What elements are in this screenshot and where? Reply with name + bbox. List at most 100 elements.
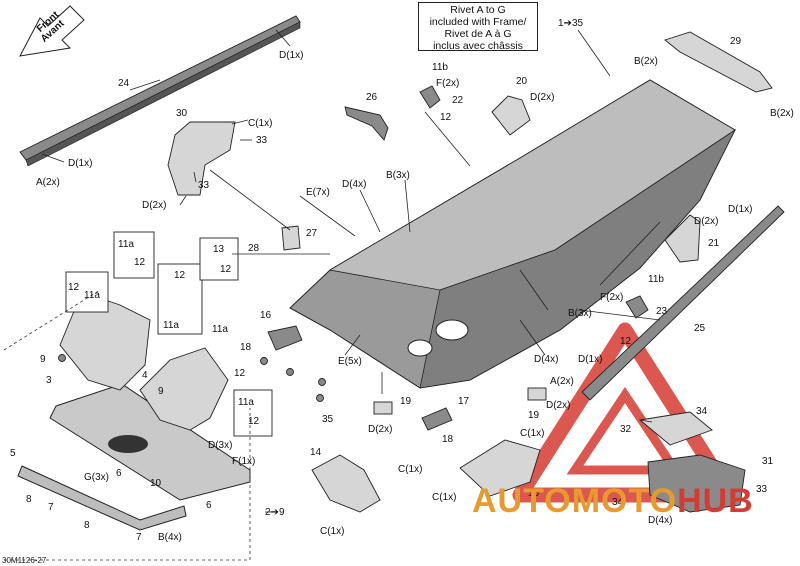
label-l47: 17 [458,396,470,407]
label-l38: 9 [40,354,46,365]
washer [318,378,326,386]
rivet-note-line-4: inclus avec châssis [433,40,523,52]
label-l32: 11a [163,320,179,331]
label-l40: 4 [142,370,148,381]
label-l18: 29 [730,36,742,47]
rivet-note-line-2: included with Frame/ [429,16,527,28]
label-l16: D(2x) [530,92,554,103]
label-l85: 15 [528,488,540,499]
rail-25 [581,205,785,401]
label-l25: 13 [213,244,225,255]
bracket-31 [647,454,746,513]
bottom-ref: 2➔9 [265,507,285,518]
label-l36: 18 [240,342,252,353]
bracket-21 [664,214,701,263]
label-l33: 11a [212,324,228,335]
part-27 [281,225,301,251]
callout-box-11a-12-lower [233,389,273,437]
label-l62: D(2x) [694,216,718,227]
label-l74: 19 [528,410,540,421]
label-l49: D(3x) [208,440,232,451]
rivet-note: Rivet A to G included with Frame/ Rivet … [418,2,538,52]
label-l28: 12 [134,257,146,268]
label-l2: 24 [118,78,130,89]
label-l46: D(2x) [368,424,392,435]
rivet-note-line-3: Rivet de A à G [444,28,512,40]
label-l26: 12 [220,264,232,275]
label-l44: 35 [322,414,334,425]
frame-main [289,79,737,389]
rail-24 [19,15,301,167]
label-l30: 11a [84,290,100,301]
bracket-20 [491,95,531,136]
washer [286,368,294,376]
watermark-part1: AUTOMOTO [472,482,678,520]
label-l15: 20 [516,76,528,87]
label-l83: C(1x) [320,526,344,537]
washer-9 [58,354,66,362]
label-l39: 3 [46,375,52,386]
label-l22: B(3x) [386,170,410,181]
label-l12: F(2x) [436,78,459,89]
label-l5: 30 [176,108,188,119]
label-l78: 33 [756,484,768,495]
callout-box-13-12 [199,237,239,281]
label-l34: 12 [234,368,246,379]
plate-19-left [373,401,393,415]
label-l24: 28 [248,243,260,254]
label-l80: D(4x) [648,515,672,526]
label-l57: 6 [206,500,212,511]
bracket-30 [167,121,236,196]
label-l7: 33 [256,135,268,146]
label-l82: C(1x) [398,464,422,475]
label-l71: D(1x) [578,354,602,365]
callout-box-12-11a [65,271,109,313]
label-l84: C(1x) [520,428,544,439]
label-l60: B(4x) [158,532,182,543]
label-l75: 34 [696,406,708,417]
label-l76: 32 [620,424,632,435]
label-l52: G(3x) [84,472,109,483]
bracket-4 [139,347,229,431]
label-l20: E(7x) [306,187,330,198]
label-l43: 12 [248,416,260,427]
part-23 [625,295,649,319]
label-l19: B(2x) [770,108,794,119]
label-l45: 19 [400,396,412,407]
label-l41: 9 [158,386,164,397]
label-l35: 16 [260,310,272,321]
label-l51: 5 [10,448,16,459]
label-l48: 18 [442,434,454,445]
diagram-id: 30M1126-27 [2,556,47,565]
label-l23: 27 [306,228,318,239]
label-l63: 21 [708,238,720,249]
label-l53: 6 [116,468,122,479]
callout-box-11a-12 [113,231,155,279]
callout-box-12-11a-cluster [157,263,203,335]
label-l64: 11b [648,274,664,285]
label-l54: 8 [26,494,32,505]
label-l29: 12 [68,282,80,293]
label-l14: 12 [440,112,452,123]
washer-35 [316,394,324,402]
label-l13: 22 [452,95,464,106]
label-l73: D(2x) [546,400,570,411]
part-14 [311,454,381,513]
label-l4: A(2x) [36,177,60,188]
label-l1: D(1x) [279,50,303,61]
part-15 [459,439,541,497]
label-l65: F(2x) [600,292,623,303]
label-l21: D(4x) [342,179,366,190]
label-l37: E(5x) [338,356,362,367]
label-l9: D(2x) [142,200,166,211]
label-l55: 7 [48,502,54,513]
label-l68: 12 [620,336,632,347]
part-17 [421,407,453,431]
label-l11: 11b [432,62,448,73]
label-l56: 10 [150,478,162,489]
label-l3: D(1x) [68,158,92,169]
part-22 [419,85,441,109]
label-l86: C(1x) [432,492,456,503]
label-l59: 7 [136,532,142,543]
